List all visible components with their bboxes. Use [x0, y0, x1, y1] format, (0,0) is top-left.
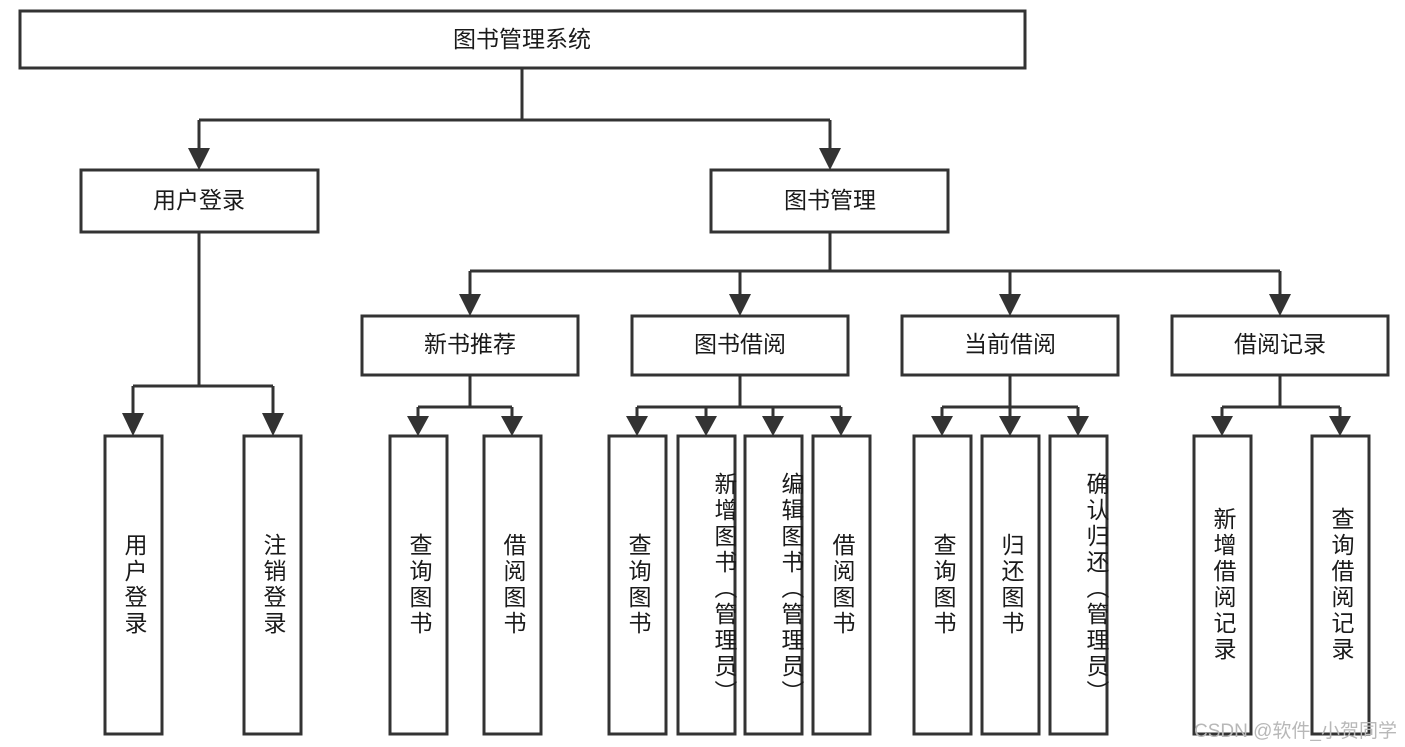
node-box-leaf-edit-book[interactable] [743, 434, 804, 736]
node-box-root[interactable] [18, 9, 1027, 70]
node-book-management-system[interactable]: 图书管理系统 [18, 9, 1027, 70]
node-box-leaf-borrow-book-1[interactable] [482, 434, 543, 736]
connector-group-new-book-recommend [407, 375, 523, 436]
node-label-book-management: 图书管理 [784, 187, 876, 213]
arrow-leaf-borrow-book-2 [830, 416, 852, 436]
connector-group-borrow-record [1211, 375, 1351, 436]
node-box-user-login[interactable] [79, 168, 320, 234]
node-box-leaf-user-logout[interactable] [242, 434, 303, 736]
node-box-book-borrow[interactable] [630, 314, 850, 377]
node-new-book-recommend[interactable]: 新书推荐 [360, 314, 580, 377]
node-label-borrow-record: 借阅记录 [1234, 331, 1326, 357]
watermark-text: CSDN @软件_小贺同学 [1194, 721, 1397, 742]
arrow-current-borrow [999, 294, 1021, 316]
node-label-new-book-recommend: 新书推荐 [424, 331, 516, 357]
arrow-user-login [188, 148, 210, 170]
node-box-leaf-query-book-1[interactable] [388, 434, 449, 736]
node-box-new-book-recommend[interactable] [360, 314, 580, 377]
connector-group-current-borrow [931, 375, 1089, 436]
arrow-leaf-query-book-3 [931, 416, 953, 436]
arrow-leaf-borrow-book-1 [501, 416, 523, 436]
node-label-book-borrow: 图书借阅 [694, 331, 786, 357]
arrow-borrow-record [1269, 294, 1291, 316]
arrow-book-management [819, 148, 841, 170]
node-label-current-borrow: 当前借阅 [964, 331, 1056, 357]
connector-group-user-login [122, 232, 284, 436]
node-box-leaf-confirm-return[interactable] [1048, 434, 1109, 736]
node-book-borrow[interactable]: 图书借阅 [630, 314, 850, 377]
arrow-leaf-add-book [695, 416, 717, 436]
arrow-leaf-edit-book [762, 416, 784, 436]
node-box-book-management[interactable] [709, 168, 950, 234]
connector-group-root [188, 68, 841, 170]
node-borrow-record[interactable]: 借阅记录 [1170, 314, 1390, 377]
node-box-leaf-return-book[interactable] [980, 434, 1041, 736]
arrow-book-borrow [729, 294, 751, 316]
arrow-new-book-recommend [459, 294, 481, 316]
node-current-borrow[interactable]: 当前借阅 [900, 314, 1120, 377]
arrow-leaf-confirm-return [1067, 416, 1089, 436]
node-box-leaf-query-book-3[interactable] [912, 434, 973, 736]
node-box-leaf-borrow-book-2[interactable] [811, 434, 872, 736]
node-box-leaf-query-book-2[interactable] [607, 434, 668, 736]
arrow-leaf-query-record [1329, 416, 1351, 436]
arrow-leaf-return-book [999, 416, 1021, 436]
connector-group-book-borrow [626, 375, 852, 436]
node-box-current-borrow[interactable] [900, 314, 1120, 377]
node-box-leaf-user-login[interactable] [103, 434, 164, 736]
connector-group-book-management [459, 232, 1291, 316]
arrow-leaf-user-login [122, 413, 144, 436]
node-label-user-login: 用户登录 [153, 187, 245, 213]
arrow-leaf-query-book-2 [626, 416, 648, 436]
arrow-leaf-add-record [1211, 416, 1233, 436]
node-book-management[interactable]: 图书管理 [709, 168, 950, 234]
node-box-leaf-add-book[interactable] [676, 434, 737, 736]
arrow-leaf-user-logout [262, 413, 284, 436]
node-user-login[interactable]: 用户登录 [79, 168, 320, 234]
node-box-leaf-add-record[interactable] [1192, 434, 1253, 736]
arrow-leaf-query-book-1 [407, 416, 429, 436]
node-label-root: 图书管理系统 [453, 26, 591, 52]
node-box-borrow-record[interactable] [1170, 314, 1390, 377]
node-box-leaf-query-record[interactable] [1310, 434, 1371, 736]
